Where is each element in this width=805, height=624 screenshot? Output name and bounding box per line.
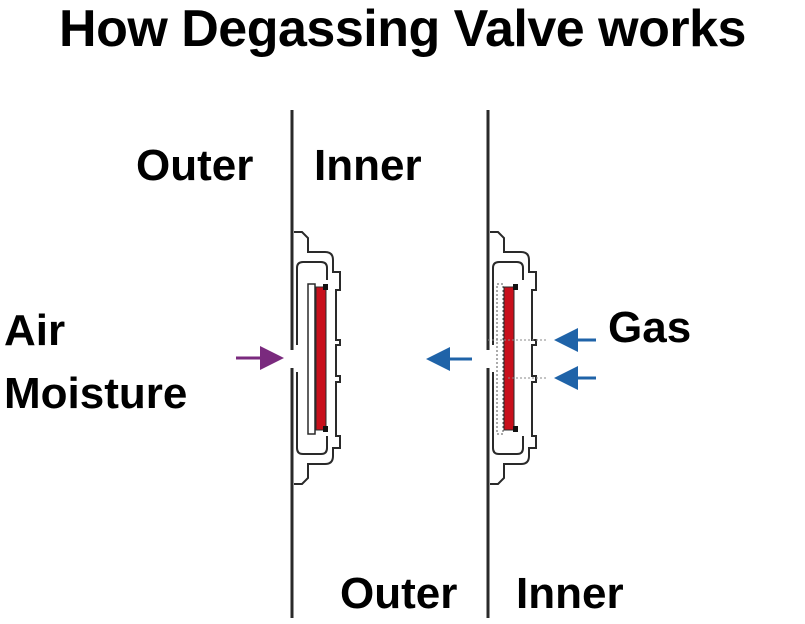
left-clip-bottom bbox=[323, 426, 328, 432]
right-clip-top bbox=[513, 284, 518, 290]
left-clip-top bbox=[323, 284, 328, 290]
right-valve bbox=[426, 110, 596, 618]
right-seal bbox=[503, 286, 515, 431]
right-membrane bbox=[496, 283, 504, 435]
left-inner-label: Inner bbox=[314, 141, 422, 190]
right-valve-housing bbox=[490, 231, 537, 485]
left-valve bbox=[236, 110, 341, 618]
gas-label: Gas bbox=[608, 303, 692, 352]
right-clip-bottom bbox=[513, 426, 518, 432]
left-valve-housing bbox=[294, 231, 341, 485]
left-outer-label: Outer bbox=[136, 141, 254, 190]
diagram-title: How Degassing Valve works bbox=[59, 0, 746, 58]
left-membrane bbox=[307, 283, 316, 435]
moisture-label: Moisture bbox=[4, 369, 188, 418]
left-seal bbox=[315, 286, 327, 431]
right-outer-label: Outer bbox=[340, 569, 458, 618]
air-label: Air bbox=[4, 306, 66, 355]
right-inner-label: Inner bbox=[516, 569, 624, 618]
